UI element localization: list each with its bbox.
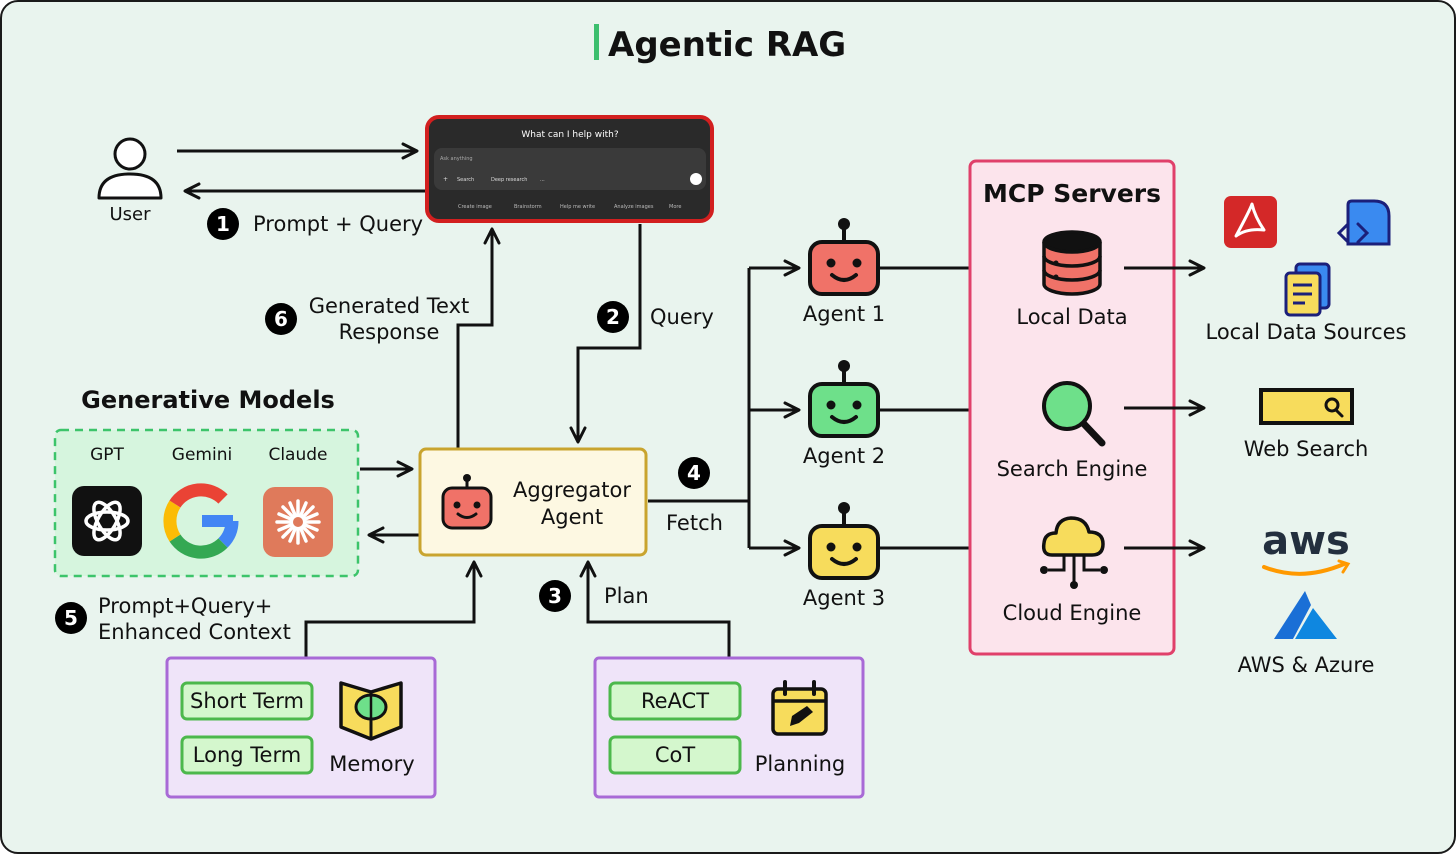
planning-cot-label: CoT: [655, 743, 696, 767]
planning-label: Planning: [755, 752, 845, 776]
google-logo-icon[interactable]: [163, 483, 239, 559]
step-4-number: 4: [687, 461, 701, 485]
step-3-badge: [539, 580, 571, 612]
aws-arrow-icon: [1337, 559, 1351, 574]
chat-plus-button[interactable]: +: [443, 176, 448, 183]
model-label-gemini: Gemini: [172, 445, 232, 465]
web-search-label: Web Search: [1244, 437, 1369, 461]
step-4-label: Fetch: [666, 511, 723, 535]
model-label-claude: Claude: [268, 445, 327, 465]
chat-heading: What can I help with?: [521, 130, 618, 140]
mcp-local-data-label: Local Data: [1016, 305, 1127, 329]
planning-react-pill[interactable]: [608, 681, 742, 721]
chip-analyze-images[interactable]: Analyze images: [614, 204, 654, 210]
step-6-label-line1: Generated Text: [309, 294, 470, 318]
planning-cot-pill[interactable]: [608, 735, 742, 775]
agent-2-label: Agent 2: [803, 444, 885, 468]
aggregator-robot-icon: [441, 474, 493, 530]
aggregator-label-line2: Agent: [541, 505, 603, 529]
step-2-label: Query: [650, 305, 714, 329]
step-5-badge: [55, 602, 87, 634]
chat-ui-window[interactable]: What can I help with? Ask anything + Sea…: [425, 115, 714, 223]
claude-logo-icon[interactable]: [263, 487, 333, 557]
aws-azure-label: AWS & Azure: [1238, 653, 1375, 677]
chip-help-me-write[interactable]: Help me write: [560, 204, 595, 210]
memory-short-term-pill[interactable]: [180, 681, 314, 721]
step-3-label: Plan: [604, 584, 649, 608]
web-search-bar-icon: [1259, 388, 1354, 425]
user-icon: [97, 137, 163, 200]
agent-3-robot-icon[interactable]: [808, 502, 880, 580]
agent-1-robot-icon[interactable]: [808, 218, 880, 296]
model-label-gpt: GPT: [90, 445, 124, 465]
chat-search-button[interactable]: Search: [457, 177, 474, 183]
step-1-label: Prompt + Query: [253, 212, 423, 236]
code-file-icon: [1336, 199, 1391, 246]
document-icon: [1284, 262, 1331, 317]
search-engine-icon[interactable]: [1042, 381, 1106, 447]
page-title: Agentic RAG: [608, 25, 846, 65]
chat-input-field[interactable]: [434, 148, 706, 190]
agent-1-label: Agent 1: [803, 302, 885, 326]
step-1-number: 1: [216, 212, 230, 236]
brain-book-icon: [339, 681, 403, 741]
local-data-sources-label: Local Data Sources: [1206, 320, 1407, 344]
aggregator-label-line1: Aggregator: [513, 478, 631, 502]
step-5-label-line1: Prompt+Query+: [98, 594, 272, 618]
aws-logo-text: aws: [1262, 518, 1350, 564]
user-label: User: [109, 204, 151, 225]
cloud-engine-icon[interactable]: [1040, 516, 1108, 589]
planning-react-label: ReACT: [641, 689, 709, 713]
memory-long-term-pill[interactable]: [180, 735, 314, 775]
agent-3-label: Agent 3: [803, 586, 885, 610]
step-1-badge: [207, 208, 239, 240]
chip-brainstorm[interactable]: Brainstorm: [514, 204, 542, 210]
memory-long-term-label: Long Term: [193, 743, 301, 767]
step-5-label-line2: Enhanced Context: [98, 620, 291, 644]
aws-smile-icon: [1262, 562, 1346, 576]
chat-input-placeholder: Ask anything: [440, 156, 473, 162]
step-6-number: 6: [274, 307, 288, 331]
step-5-number: 5: [64, 606, 78, 630]
azure-logo-icon: [1274, 591, 1337, 639]
arrow-planning-to-aggregator: [579, 560, 731, 657]
mcp-servers-heading: MCP Servers: [983, 179, 1161, 208]
step-2-badge: [597, 301, 629, 333]
database-icon[interactable]: [1042, 230, 1102, 296]
step-2-number: 2: [606, 305, 620, 329]
step-6-label-line2: Response: [339, 320, 440, 344]
chip-more[interactable]: More: [669, 204, 681, 210]
step-6-badge: [265, 303, 297, 335]
step-3-number: 3: [548, 584, 562, 608]
chat-more-tools-button[interactable]: ...: [540, 177, 545, 183]
title-accent-bar: [594, 24, 599, 60]
chat-deep-research-button[interactable]: Deep research: [491, 177, 527, 183]
memory-short-term-label: Short Term: [190, 689, 304, 713]
calendar-pencil-icon: [771, 680, 828, 736]
mcp-cloud-engine-label: Cloud Engine: [1003, 601, 1142, 625]
chip-create-image[interactable]: Create image: [458, 204, 492, 210]
arrow-response-to-chat: [456, 227, 501, 449]
mcp-search-engine-label: Search Engine: [997, 457, 1148, 481]
openai-logo-icon[interactable]: [72, 486, 142, 556]
generative-models-heading: Generative Models: [81, 386, 335, 414]
memory-label: Memory: [329, 752, 414, 776]
pdf-file-icon: [1224, 196, 1277, 248]
arrow-memory-to-aggregator: [304, 560, 483, 657]
voice-icon[interactable]: [690, 173, 702, 185]
arrow-query-to-aggregator: [569, 224, 642, 444]
agent-2-robot-icon[interactable]: [808, 360, 880, 438]
step-4-badge: [678, 457, 710, 489]
